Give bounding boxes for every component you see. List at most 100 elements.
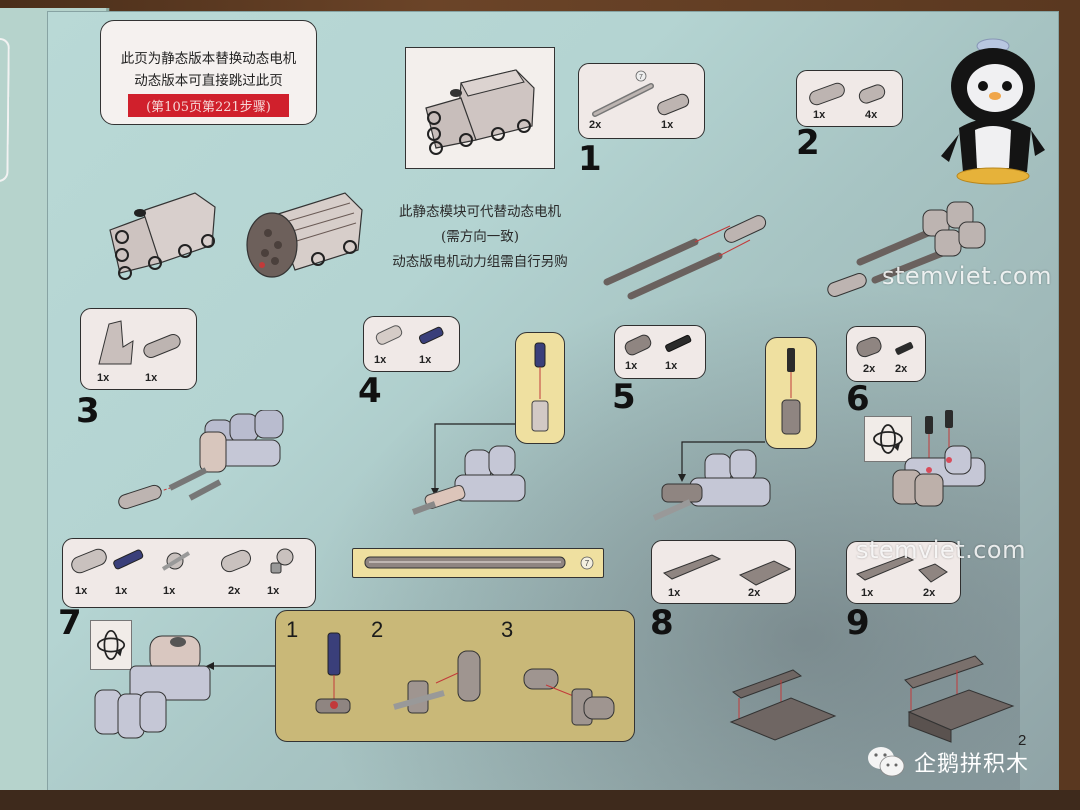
step-3-assembly bbox=[118, 410, 284, 510]
step-2-parts-box: 1x 4x bbox=[796, 70, 903, 127]
rotate-model-indicator bbox=[864, 416, 912, 462]
page-number: 2 bbox=[1018, 732, 1027, 749]
beam-2-icon bbox=[858, 84, 886, 104]
step-number-1: 1 bbox=[578, 139, 602, 179]
step-number-3: 3 bbox=[76, 391, 100, 431]
step-5-parts bbox=[624, 334, 692, 356]
substep-illustrations bbox=[315, 632, 615, 726]
step-number-9: 9 bbox=[846, 603, 870, 643]
black-pin-icon bbox=[895, 342, 914, 355]
page-tab bbox=[0, 38, 10, 182]
axle-7-callout: 7 bbox=[352, 548, 604, 578]
beam-2-icon bbox=[221, 549, 251, 573]
step-5-part-2-qty: 1x bbox=[665, 360, 678, 372]
step-6-parts-box: 2x 2x bbox=[846, 326, 926, 382]
step-2-part-1-qty: 1x bbox=[813, 109, 826, 121]
step-5-callout bbox=[765, 337, 817, 449]
blue-pin-icon bbox=[418, 326, 444, 345]
step-3-parts-box: 1x 1x bbox=[80, 308, 197, 390]
step-1-parts-box: 7 2x 1x bbox=[578, 63, 705, 139]
wechat-icon bbox=[868, 747, 905, 777]
step-number-5: 5 bbox=[612, 377, 636, 417]
step-3-part-1-qty: 1x bbox=[97, 372, 110, 384]
step-1-part-2-qty: 1x bbox=[661, 119, 674, 131]
step-7-part-2-qty: 1x bbox=[115, 585, 128, 597]
svg-text:7: 7 bbox=[639, 74, 643, 81]
step-8-parts bbox=[662, 554, 792, 586]
step-number-2: 2 bbox=[796, 123, 820, 163]
step-7-assembly bbox=[94, 635, 276, 739]
plate-1x4-icon bbox=[662, 554, 722, 580]
t-beam-icon bbox=[98, 320, 134, 365]
plate-1x4-icon bbox=[855, 555, 915, 581]
step-7-part-3-qty: 1x bbox=[163, 585, 176, 597]
step-5-parts-box: 1x 1x bbox=[614, 325, 706, 379]
step-9-part-1-qty: 1x bbox=[861, 587, 874, 599]
step-2-parts bbox=[809, 82, 886, 106]
step-1-2-assembly bbox=[603, 201, 986, 300]
step-4-parts-box: 1x 1x bbox=[363, 316, 460, 372]
beam-3-icon bbox=[809, 82, 845, 106]
step-4-part-1-qty: 1x bbox=[374, 354, 387, 366]
brand-name: 企鹅拼积木 bbox=[914, 752, 1030, 777]
watermark-2: stemviet.com bbox=[856, 536, 1026, 564]
step-8-9-assembly bbox=[729, 655, 1015, 743]
locomotive-assembled bbox=[109, 192, 216, 280]
step-number-6: 6 bbox=[846, 379, 870, 419]
step-7-parts-box: 1x 1x 1x 2x 1x bbox=[62, 538, 316, 608]
rotate-icon bbox=[873, 424, 903, 454]
center-note-line-1: 此静态模块可代替动态电机 bbox=[399, 204, 561, 220]
slope-tile-icon bbox=[918, 563, 948, 583]
static-version-note: 此页为静态版本替换动态电机 动态版本可直接跳过此页 (第105页第221步骤) bbox=[100, 20, 317, 125]
table-edge bbox=[0, 790, 1080, 810]
step-7-part-4-qty: 2x bbox=[228, 585, 241, 597]
pin-connector-icon bbox=[624, 334, 652, 356]
substep-1-number: 1 bbox=[286, 617, 299, 642]
step-5-part-1-qty: 1x bbox=[625, 360, 638, 372]
step-7-part-1-qty: 1x bbox=[75, 585, 88, 597]
center-note-line-3: 动态版电机动力组需自行另购 bbox=[392, 254, 568, 270]
penguin-figurine bbox=[941, 38, 1045, 185]
black-pin-icon bbox=[665, 334, 692, 352]
step-9-parts bbox=[855, 555, 948, 583]
step-number-8: 8 bbox=[650, 603, 674, 643]
step-4-parts bbox=[375, 325, 444, 345]
rotate-icon bbox=[96, 629, 126, 661]
static-module-note: 此静态模块可代替动态电机 (需方向一致) 动态版电机动力组需自行另购 bbox=[360, 200, 600, 275]
step-4-assembly bbox=[411, 423, 526, 515]
perpendicular-connector-icon bbox=[856, 336, 882, 358]
static-module-illustrations bbox=[109, 192, 363, 280]
step-number-7: 7 bbox=[58, 603, 82, 643]
axle-connector-icon bbox=[375, 325, 403, 345]
substep-2-number: 2 bbox=[371, 617, 384, 642]
beam-3-icon bbox=[71, 548, 107, 574]
step-9-parts-box: 1x 2x bbox=[846, 541, 961, 604]
plate-2x3-icon bbox=[738, 560, 792, 586]
step-7-parts bbox=[71, 548, 294, 574]
center-note-line-2: (需方向一致) bbox=[440, 229, 520, 245]
step-4-part-2-qty: 1x bbox=[419, 354, 432, 366]
substep-3-number: 3 bbox=[501, 617, 514, 642]
step-8-parts-box: 1x 2x bbox=[651, 540, 796, 604]
step-number-4: 4 bbox=[358, 371, 382, 411]
note-line-2: 动态版本可直接跳过此页 bbox=[134, 73, 283, 89]
step-8-part-2-qty: 2x bbox=[748, 587, 761, 599]
step-3-parts bbox=[98, 320, 181, 365]
motor-block bbox=[246, 192, 363, 278]
beam-3-icon bbox=[143, 334, 181, 358]
step-7-rotate-indicator bbox=[90, 620, 132, 670]
step-1-part-1-qty: 2x bbox=[589, 119, 602, 131]
step-6-assembly bbox=[892, 410, 986, 507]
pin-into-connector bbox=[531, 342, 549, 432]
step-7-part-5-qty: 1x bbox=[267, 585, 280, 597]
note-step-reference: (第105页第221步骤) bbox=[128, 94, 289, 117]
blue-axle-pin-icon bbox=[113, 549, 144, 570]
svg-text:7: 7 bbox=[585, 559, 590, 568]
step-8-part-1-qty: 1x bbox=[668, 587, 681, 599]
step-6-part-2-qty: 2x bbox=[895, 363, 908, 375]
step-5-assembly bbox=[652, 441, 771, 521]
pin-hole-connector-icon bbox=[276, 548, 294, 566]
step-7-substeps-callout: 1 2 3 bbox=[275, 610, 635, 742]
brand-watermark: 企鹅拼积木 bbox=[866, 745, 1029, 779]
beam-icon bbox=[657, 93, 690, 116]
